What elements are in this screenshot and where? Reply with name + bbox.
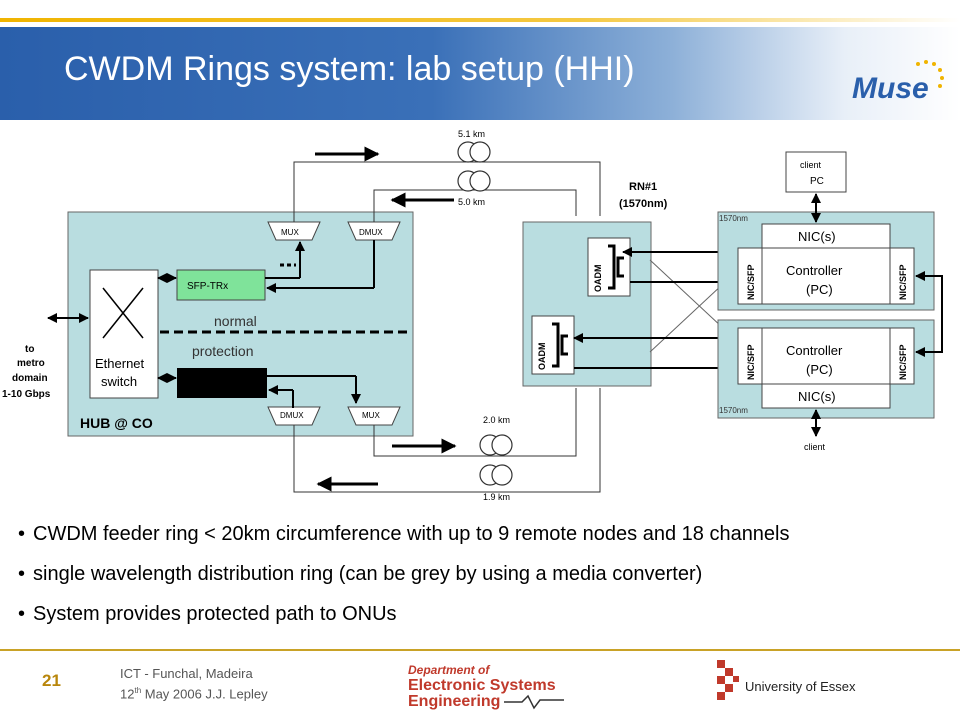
hub-label: HUB @ CO: [80, 415, 153, 431]
footer-date-day: 12: [120, 686, 135, 702]
onu-1-nic-label: NIC(s): [798, 229, 836, 244]
onu-2-nicsfp-right: [889, 327, 915, 385]
dept-line-2: Electronic Systems: [408, 677, 556, 694]
onu-2-controller: [761, 327, 891, 385]
department-logo: Department of Electronic Systems Enginee…: [408, 663, 564, 710]
switch-label: switch: [101, 374, 137, 389]
slide-title: CWDM Rings system: lab setup (HHI): [64, 50, 635, 88]
bullet-item: single wavelength distribution ring (can…: [18, 562, 948, 586]
top-white-strip: [0, 0, 960, 18]
fiber-spool-top: [457, 141, 491, 192]
metro-label-1: to: [25, 344, 34, 355]
essex-logo: University of Essex: [717, 660, 856, 700]
onu-2-nicsfp-left-label: NIC/SFP: [746, 344, 756, 380]
footer-divider: [0, 649, 960, 651]
onu-2-nic-label: NIC(s): [798, 389, 836, 404]
bullet-item: CWDM feeder ring < 20km circumference wi…: [18, 522, 948, 546]
client-pc-label-1: client: [800, 160, 822, 170]
onu-1-controller-pc: (PC): [806, 282, 833, 297]
signal-waveform-icon: [504, 694, 564, 710]
mux-top: [267, 221, 321, 241]
onu-2-wavelength: 1570nm: [719, 406, 748, 415]
onu-2-nicsfp-left: [737, 327, 763, 385]
fiber-inner-bottom: [373, 388, 577, 457]
footer-date-rest: May 2006 J.J. Lepley: [141, 686, 268, 702]
onu-interconnect: [915, 271, 943, 357]
dept-line-1: Department of: [408, 663, 490, 677]
fiber-top-label-1: 5.1 km: [458, 129, 485, 139]
metro-label-2: metro: [17, 358, 45, 369]
onu-2-nicsfp-right-label: NIC/SFP: [898, 344, 908, 380]
mux-bottom: [347, 406, 401, 426]
client-pc-box: [785, 151, 847, 193]
dmux-bottom: [267, 406, 321, 426]
oadm-1-symbol: [608, 244, 624, 290]
rn-label-1: RN#1: [629, 181, 657, 193]
footer-event: ICT - Funchal, Madeira: [120, 666, 253, 681]
fiber-bottom-label-1: 2.0 km: [483, 415, 510, 425]
top-gold-strip: [0, 18, 960, 22]
fiber-outer-bottom: [293, 388, 601, 493]
protection-label: protection: [192, 343, 253, 359]
client-label: client: [804, 442, 826, 452]
muse-logo: Muse: [852, 60, 944, 105]
sfp-label: SFP-TRx: [187, 281, 228, 292]
oadm-2: [531, 315, 575, 375]
onu-1-nicsfp-left-label: NIC/SFP: [746, 264, 756, 300]
protection-transceiver: [177, 368, 267, 398]
sfp-trx-box: [176, 269, 266, 301]
metro-label-4: 1-10 Gbps: [2, 389, 51, 400]
eu-stars-icon: [916, 60, 944, 88]
dmux-bottom-label: DMUX: [280, 411, 304, 420]
logo-text: Muse: [852, 72, 929, 105]
oadm-2-label: OADM: [537, 343, 547, 371]
onu-1-controller-label: Controller: [786, 263, 843, 278]
client-pc-label-2: PC: [810, 176, 824, 187]
bullet-item: System provides protected path to ONUs: [18, 602, 948, 626]
essex-crest-icon: [717, 660, 739, 700]
university-name: University of Essex: [745, 679, 856, 694]
onu-2-controller-pc: (PC): [806, 362, 833, 377]
onu-1-wavelength: 1570nm: [719, 214, 748, 223]
onu-1-nicsfp-left: [737, 247, 763, 305]
footer-date: 12th May 2006 J.J. Lepley: [120, 686, 268, 701]
fiber-top-label-2: 5.0 km: [458, 197, 485, 207]
metro-label-3: domain: [12, 373, 48, 384]
onu-2-controller-label: Controller: [786, 343, 843, 358]
dmux-top: [347, 221, 401, 241]
oadm-1-label: OADM: [593, 265, 603, 293]
ethernet-switch: [89, 269, 159, 399]
page-number: 21: [42, 671, 61, 690]
switch-cross-line: [102, 287, 144, 339]
fiber-outer-top: [293, 161, 601, 222]
lab-setup-diagram: HUB @ CO Ethernet switch SFP-TRx normal …: [2, 129, 943, 502]
onu-1-nic: [761, 223, 891, 249]
ethernet-label: Ethernet: [95, 356, 145, 371]
footer-date-suffix: th: [134, 686, 142, 695]
fiber-bottom-label-2: 1.9 km: [483, 492, 510, 502]
mux-top-label: MUX: [281, 228, 299, 237]
normal-label: normal: [214, 313, 257, 329]
dmux-top-label: DMUX: [359, 228, 383, 237]
dept-line-3: Engineering: [408, 693, 500, 710]
mux-bottom-label: MUX: [362, 411, 380, 420]
onu-2-nic: [761, 383, 891, 409]
onu-1-nicsfp-right: [889, 247, 915, 305]
bullet-list: CWDM feeder ring < 20km circumference wi…: [18, 522, 948, 642]
onu-1-nicsfp-right-label: NIC/SFP: [898, 264, 908, 300]
rn-label-2: (1570nm): [619, 198, 668, 210]
fiber-spool-bottom: [479, 434, 513, 486]
onu-1-controller: [761, 247, 891, 305]
header-bar: [0, 27, 960, 120]
oadm-2-symbol: [552, 322, 568, 368]
